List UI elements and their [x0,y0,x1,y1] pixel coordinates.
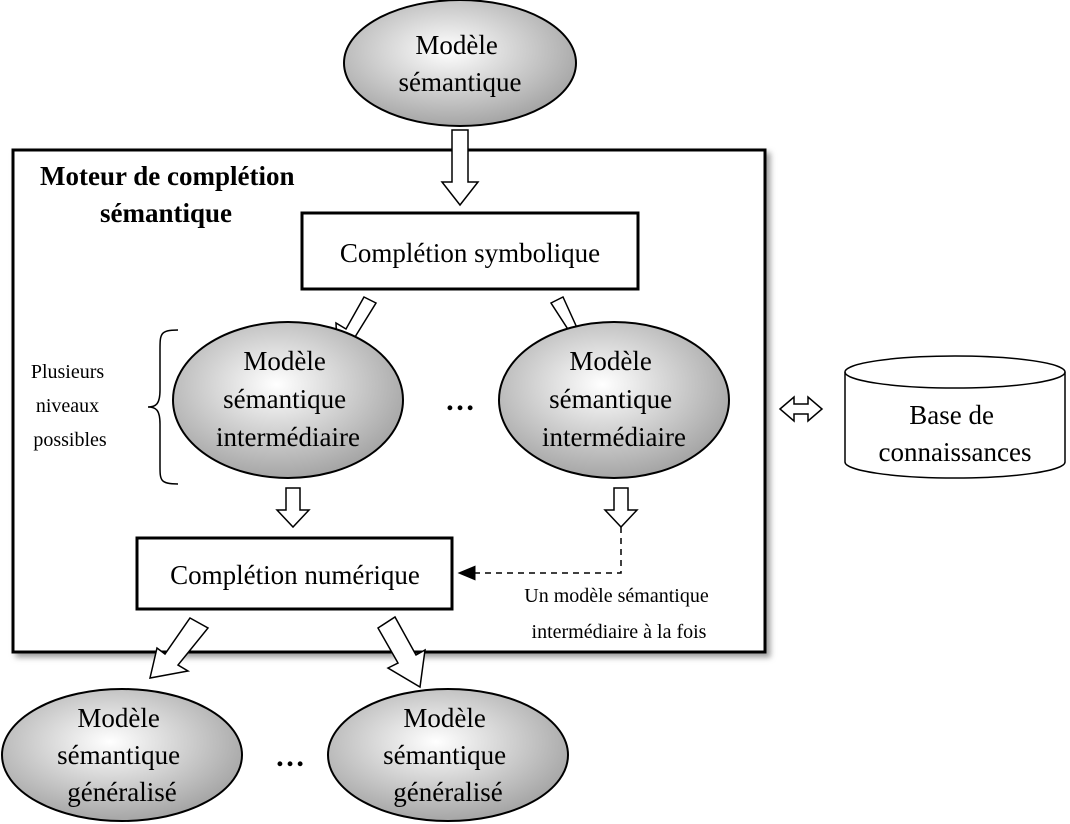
arrow-input-to-symbolic [440,129,480,207]
intermediate-node-1-label: Modèle sémantique intermédiaire [216,346,360,452]
knowledge-base-double-arrow [778,395,824,423]
arrow-intermediate-2-down [603,487,639,529]
arrow-numeric-to-output-1 [149,617,210,679]
symbolic-completion-box [300,211,640,291]
output-ellipsis: … [275,740,305,773]
knowledge-base-cylinder [844,372,1066,479]
arrow-numeric-to-output-2 [376,615,426,689]
levels-note: Plusieurs niveaux possibles [31,361,109,451]
knowledge-base-top [844,355,1066,389]
engine-title: Moteur de complétion sémantique [40,161,301,228]
arrow-intermediate-1-to-numeric [275,487,311,529]
intermediate-node-2-label: Modèle sémantique intermédiaire [542,346,686,452]
output-node-2 [327,688,569,822]
input-node-label: Modèle sémantique [399,30,522,97]
numeric-completion-label: Complétion numérique [170,560,420,590]
input-node [343,0,577,127]
one-at-a-time-note: Un modèle sémantique intermédiaire à la … [524,585,713,643]
output-node-2-label: Modèle sémantique généralisé [383,703,513,807]
intermediate-node-2 [498,321,730,479]
symbolic-completion-label: Complétion symbolique [340,238,600,268]
intermediate-node-1 [172,321,404,479]
output-node-1 [1,688,243,822]
levels-brace [147,329,179,485]
dashed-connector [457,527,622,581]
numeric-completion-box [135,536,454,611]
output-node-1-label: Modèle sémantique généralisé [57,703,187,807]
knowledge-base-label: Base de connaissances [879,400,1032,467]
intermediate-ellipsis: … [445,384,475,417]
